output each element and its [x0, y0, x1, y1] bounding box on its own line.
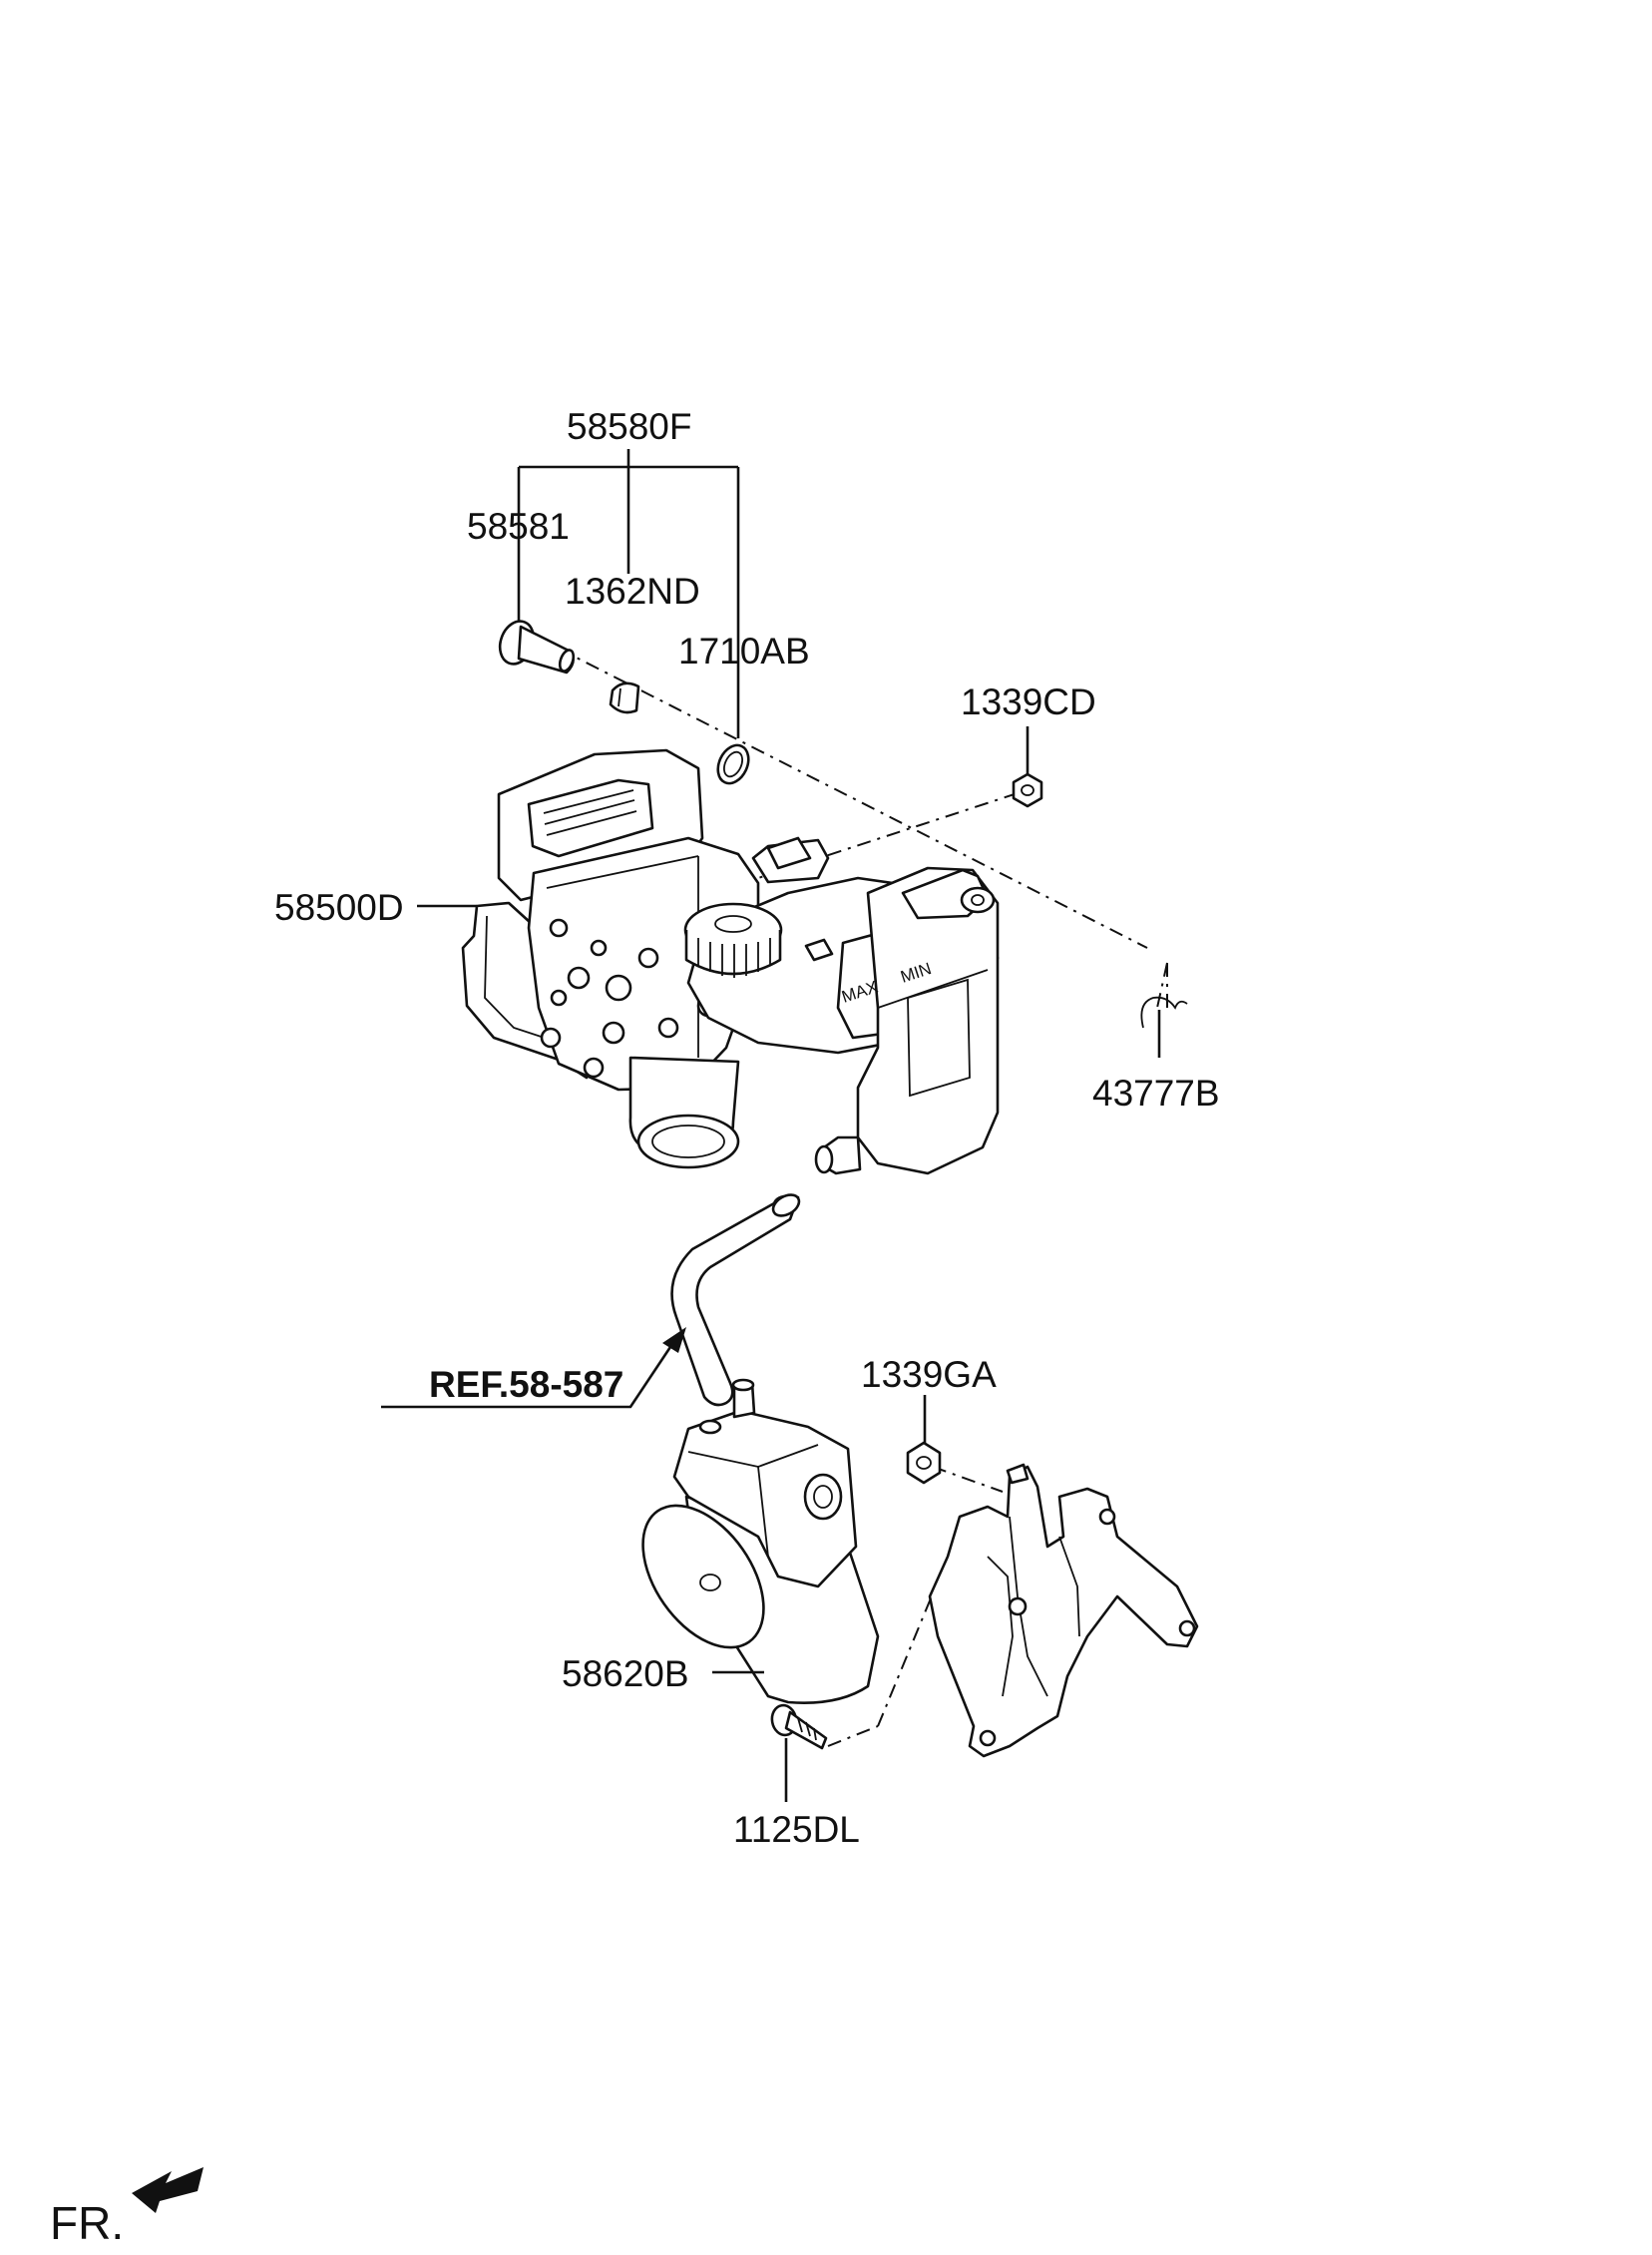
front-arrow-icon [132, 2167, 204, 2213]
front-direction-marker: FR. [50, 2167, 204, 2249]
pump-motor-58620b-part [641, 1378, 880, 1704]
mounting-bracket-part [928, 1463, 1199, 1758]
ring-1710ab-part [716, 743, 750, 785]
pin-43777b-part [1140, 996, 1188, 1058]
label-1339ga: 1339GA [861, 1354, 997, 1395]
label-leaders [417, 904, 788, 1802]
clip-1362nd-part [609, 681, 640, 714]
nut-1339ga-part [906, 1395, 942, 1485]
bolt-1125dl-part [770, 1703, 828, 1750]
label-58581: 58581 [467, 506, 570, 547]
reference-leader [381, 1327, 686, 1409]
label-ref-58-587: REF.58-587 [429, 1364, 623, 1405]
label-1710ab: 1710AB [678, 631, 810, 672]
abs-unit-58500d-part: MAX MIN [461, 748, 1000, 1175]
label-1125dl: 1125DL [733, 1809, 860, 1850]
label-58500d: 58500D [274, 887, 404, 928]
assembly-leader-tree [517, 449, 740, 738]
reservoir-hose-part [670, 1193, 801, 1407]
label-43777b: 43777B [1092, 1073, 1220, 1114]
bolt-58581-part [498, 620, 576, 675]
label-1339cd: 1339CD [961, 681, 1096, 722]
nut-1339cd-part [1012, 726, 1043, 808]
front-label: FR. [50, 2197, 124, 2249]
label-1362nd: 1362ND [565, 571, 700, 612]
label-58580f: 58580F [567, 406, 692, 447]
label-58620b: 58620B [562, 1653, 689, 1694]
